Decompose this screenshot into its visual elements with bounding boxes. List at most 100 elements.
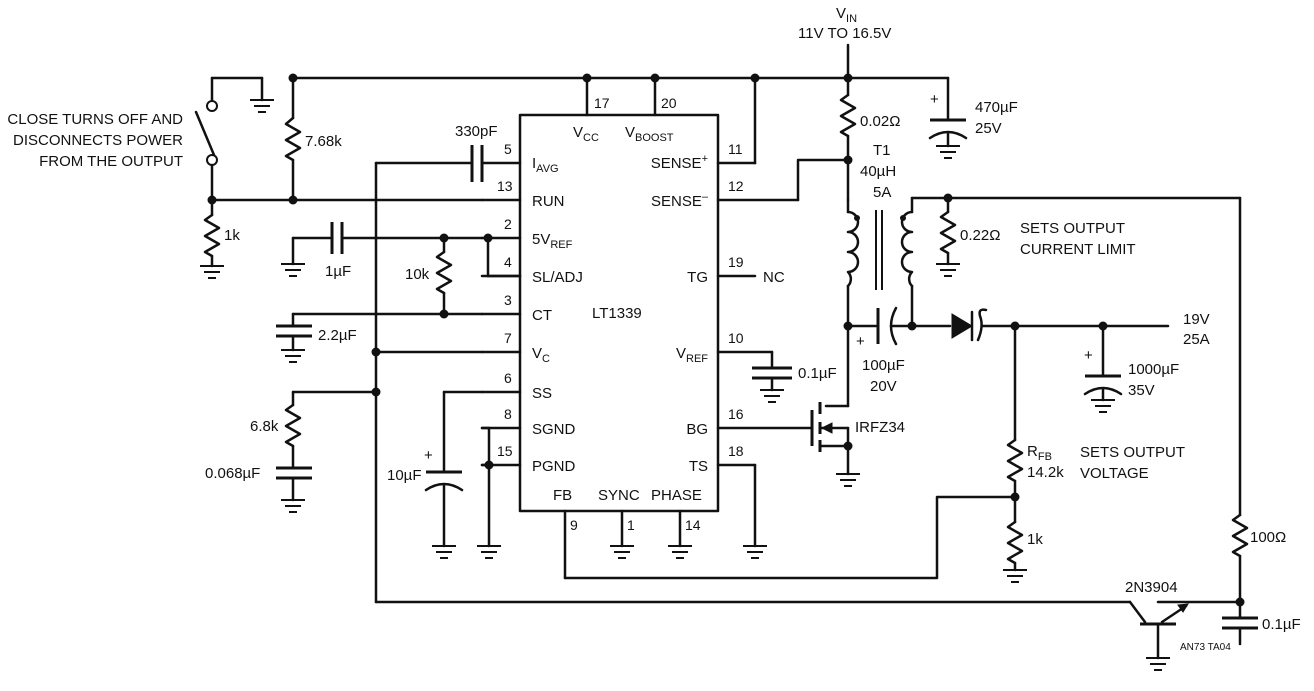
pin-num-17: 17 <box>594 95 610 111</box>
c-vref-value: 0.1µF <box>798 365 837 382</box>
transistor-label: 2N3904 <box>1125 579 1178 596</box>
pin-num-12: 12 <box>728 178 744 194</box>
c-ct-value: 2.2µF <box>318 327 357 344</box>
vin-label: VIN <box>836 5 857 25</box>
pin-label-ct: CT <box>532 307 552 324</box>
c-ss-value: 10µF <box>387 467 422 484</box>
c-in-plus: + <box>930 91 939 108</box>
c-comp-value: 0.068µF <box>205 465 260 482</box>
c-ss-plus: + <box>424 447 433 464</box>
pin-tg-nc: NC <box>763 269 785 286</box>
resistor-7k68 <box>284 116 302 162</box>
pin-num-1: 1 <box>627 517 635 533</box>
c-in-value: 470µF <box>975 99 1018 116</box>
r-ct-value: 10k <box>405 266 430 283</box>
resistor-1k-fb <box>1006 520 1024 565</box>
ground-symbol <box>477 545 501 559</box>
pin-num-14: 14 <box>685 517 701 533</box>
resistor-6k8 <box>284 403 302 448</box>
pin-label-phase: PHASE <box>651 487 702 504</box>
resistor-rfb <box>1006 438 1024 483</box>
ground-symbol <box>836 473 860 487</box>
switch-note-1: CLOSE TURNS OFF AND <box>7 111 183 128</box>
switch-note-2: DISCONNECTS POWER <box>13 132 183 149</box>
ground-symbol <box>1003 569 1027 583</box>
t1-primary-winding <box>846 210 860 288</box>
r-sense-value: 0.02Ω <box>860 113 900 130</box>
r-base-value: 100Ω <box>1250 529 1286 546</box>
ground-symbol <box>743 545 767 559</box>
output-current: 25A <box>1183 331 1210 348</box>
resistor-10k <box>435 250 453 295</box>
pin-label-ss: SS <box>532 385 552 402</box>
ground-symbol <box>250 99 274 113</box>
ground-symbol <box>1091 399 1115 413</box>
ground-symbol <box>281 263 305 277</box>
pin-label-sgnd: SGND <box>532 421 576 438</box>
pin-label-run: RUN <box>532 193 565 210</box>
r-fb-label: RFB <box>1027 443 1052 463</box>
pin-num-2: 2 <box>504 216 512 232</box>
r-fb-value: 14.2k <box>1027 464 1064 481</box>
pin-num-11: 11 <box>728 141 743 157</box>
output-voltage: 19V <box>1183 311 1210 328</box>
ground-symbol <box>936 263 960 277</box>
r-fb-bottom-value: 1k <box>1027 531 1043 548</box>
ground-symbol <box>432 545 456 559</box>
pin-label-ts: TS <box>689 458 708 475</box>
r-run-pulldown-value: 1k <box>224 227 240 244</box>
t1-secondary-winding <box>900 210 914 288</box>
c-base-value: 0.1µF <box>1262 616 1301 633</box>
pin-label-vc: VC <box>532 345 550 365</box>
c-5vref-value: 1µF <box>325 263 351 280</box>
c-out-plus: + <box>1084 347 1093 364</box>
c-iavg-value: 330pF <box>455 123 498 140</box>
c-couple-voltage: 20V <box>870 378 897 395</box>
resistor-0r22 <box>939 210 957 255</box>
pin-num-13: 13 <box>497 178 513 194</box>
pin-label-tg: TG <box>687 269 708 286</box>
pin-num-9: 9 <box>570 517 578 533</box>
ground-symbol <box>281 499 305 513</box>
r-comp-value: 6.8k <box>250 418 279 435</box>
resistor-0r02 <box>839 93 857 138</box>
ic-name: LT1339 <box>592 305 642 322</box>
switch-note-3: FROM THE OUTPUT <box>39 153 183 170</box>
pin-label-pgnd: PGND <box>532 458 576 475</box>
mosfet-label: IRFZ34 <box>855 419 905 436</box>
pin-num-15: 15 <box>497 443 513 459</box>
ground-symbol <box>1146 657 1170 671</box>
ground-symbol <box>760 389 784 403</box>
pin-label-sense-minus: SENSE– <box>651 191 709 210</box>
resistor-1k-run <box>203 213 221 258</box>
pin-label-bg: BG <box>686 421 708 438</box>
c-out-voltage: 35V <box>1128 382 1155 399</box>
t1-current: 5A <box>873 184 891 201</box>
fb-note-2: VOLTAGE <box>1080 465 1149 482</box>
r-run-pullup-value: 7.68k <box>305 133 342 150</box>
t1-inductance: 40µH <box>860 163 896 180</box>
c-out-value: 1000µF <box>1128 361 1179 378</box>
vin-range: 11V TO 16.5V <box>798 25 891 42</box>
c-in-voltage: 25V <box>975 120 1002 137</box>
pin-num-5: 5 <box>504 141 512 157</box>
ground-symbol <box>610 545 634 559</box>
pin-num-3: 3 <box>504 292 512 308</box>
pin-num-18: 18 <box>728 443 744 459</box>
pin-label-vcc: VCC <box>573 124 599 144</box>
pin-num-19: 19 <box>728 254 744 270</box>
pin-num-6: 6 <box>504 370 512 386</box>
pin-num-16: 16 <box>728 406 744 422</box>
ground-symbol <box>936 145 960 159</box>
pin-num-8: 8 <box>504 406 512 422</box>
ground-symbol <box>200 265 224 279</box>
left-pin-lines <box>480 161 522 467</box>
pin-label-sladj: SL/ADJ <box>532 269 583 286</box>
t1-name: T1 <box>873 142 891 159</box>
pin-label-sync: SYNC <box>598 487 640 504</box>
resistor-100r <box>1231 513 1249 558</box>
pin-label-fb: FB <box>553 487 572 504</box>
c-couple-value: 100µF <box>862 357 905 374</box>
pin-label-vref: VREF <box>676 345 708 365</box>
limit-note-2: CURRENT LIMIT <box>1020 241 1136 258</box>
